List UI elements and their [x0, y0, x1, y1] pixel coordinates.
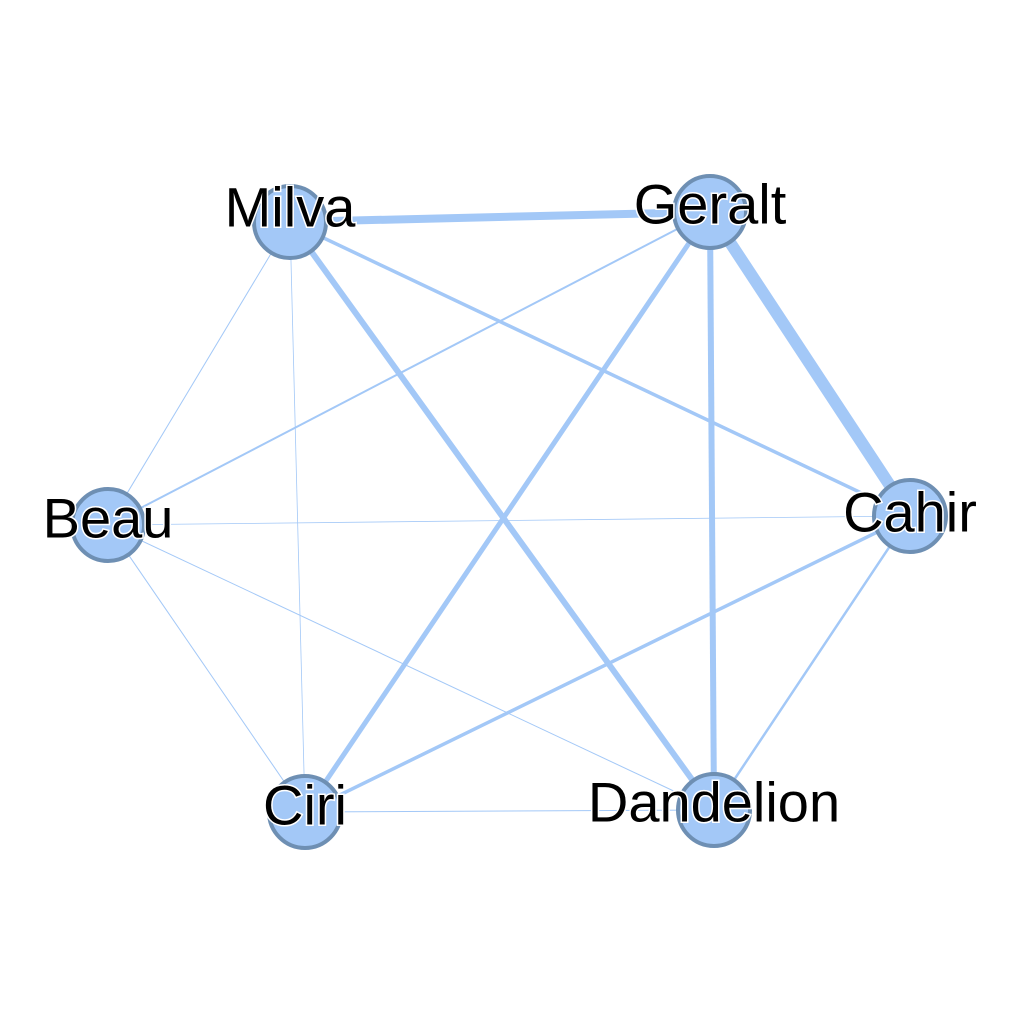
edge-milva-dandelion	[287, 220, 717, 812]
edge-milva-geralt	[289, 208, 711, 226]
node-label-geralt: Geralt	[634, 173, 787, 236]
edge-geralt-ciri	[302, 210, 713, 814]
node-dandelion[interactable]	[676, 772, 752, 848]
node-label-dandelion: Dandelion	[588, 771, 840, 834]
edge-milva-ciri	[289, 221, 306, 813]
node-ciri[interactable]	[267, 774, 343, 850]
node-milva[interactable]	[252, 184, 328, 260]
edges-layer	[107, 208, 916, 814]
edge-milva-cahir	[289, 220, 911, 518]
node-geralt[interactable]	[672, 174, 748, 250]
edge-milva-beau	[107, 221, 291, 526]
edge-geralt-cahir	[704, 208, 916, 520]
edge-cahir-dandelion	[712, 515, 912, 811]
nodes-layer	[70, 174, 948, 850]
node-label-cahir: Cahir	[843, 481, 977, 544]
edge-beau-dandelion	[107, 524, 715, 811]
edge-geralt-beau	[107, 211, 711, 526]
edge-ciri-dandelion	[304, 809, 715, 813]
node-label-milva: Milva	[225, 176, 357, 239]
edge-beau-ciri	[107, 524, 306, 813]
edge-cahir-ciri	[304, 514, 911, 814]
node-label-ciri: Ciri	[263, 774, 347, 837]
edge-geralt-dandelion	[707, 211, 717, 811]
node-cahir[interactable]	[872, 478, 948, 554]
edge-cahir-beau	[107, 515, 911, 526]
node-beau[interactable]	[70, 487, 146, 563]
node-label-beau: Beau	[43, 487, 174, 550]
